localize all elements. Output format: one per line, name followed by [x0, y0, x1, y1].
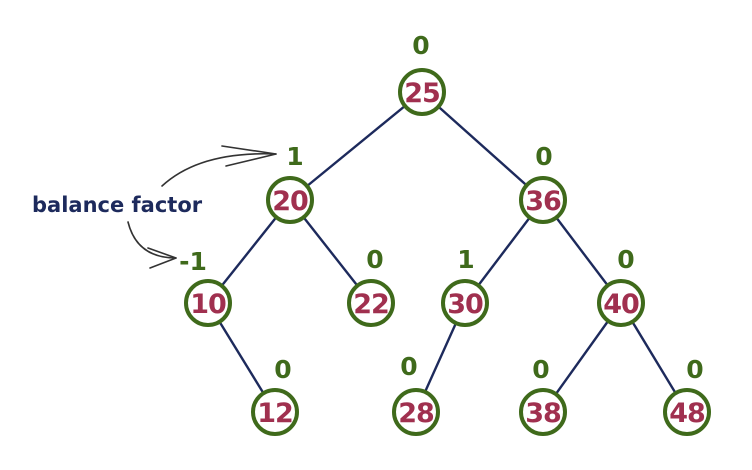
node-circle [392, 388, 440, 436]
node-key: 30 [447, 289, 483, 320]
node-key: 38 [525, 398, 561, 429]
node-key: 20 [272, 186, 308, 217]
tree-node-22: 22 0 [347, 245, 395, 327]
balance-factor-annotation: balance factor [32, 145, 277, 269]
node-key: 48 [669, 398, 705, 429]
node-circle [184, 279, 232, 327]
tree-node-12: 120 [251, 355, 299, 436]
balance-factor-label: 0 [535, 142, 552, 171]
tree-node-36: 36 0 [519, 142, 567, 224]
node-circle [663, 388, 711, 436]
node-circle [441, 279, 489, 327]
balance-factor-label: 0 [686, 355, 703, 384]
node-key: 25 [404, 78, 440, 109]
balance-factor-label: 0 [532, 355, 549, 384]
tree-node-25: 25 0 [398, 31, 446, 116]
node-key: 36 [525, 186, 561, 217]
node-circle [519, 388, 567, 436]
arrow-head-to-bf-10 [147, 247, 177, 269]
tree-node-30: 30 1 [441, 245, 489, 327]
tree-node-38: 380 [519, 355, 567, 436]
tree-node-40: 40 0 [597, 245, 645, 327]
node-circle [398, 68, 446, 116]
node-circle [597, 279, 645, 327]
balance-factor-label: 0 [274, 355, 291, 384]
node-key: 40 [603, 289, 639, 320]
balance-factor-label: 0 [617, 245, 634, 274]
balance-factor-label: 1 [457, 245, 474, 274]
arrow-head-to-bf-20 [221, 145, 277, 167]
node-circle [519, 176, 567, 224]
tree-node-48: 480 [663, 355, 711, 436]
tree-node-20: 20 1 [266, 142, 314, 224]
arrow-to-bf-20 [161, 152, 277, 187]
balance-factor-label: 0 [400, 352, 417, 381]
node-circle [251, 388, 299, 436]
node-circle [347, 279, 395, 327]
node-key: 12 [257, 398, 293, 429]
balance-factor-label: 1 [286, 142, 303, 171]
tree-node-10: 10-1 [179, 247, 232, 327]
annotation-label: balance factor [32, 193, 203, 217]
edge-25-36 [421, 91, 544, 201]
node-key: 10 [190, 289, 226, 320]
node-key: 28 [398, 398, 434, 429]
balance-factor-label: -1 [179, 247, 207, 276]
edge-25-20 [289, 91, 423, 201]
node-key: 22 [353, 289, 389, 320]
balance-factor-label: 0 [412, 31, 429, 60]
node-circle [266, 176, 314, 224]
arrow-to-bf-10 [127, 221, 177, 259]
balance-factor-label: 0 [366, 245, 383, 274]
tree-node-28: 28 0 [392, 352, 440, 436]
